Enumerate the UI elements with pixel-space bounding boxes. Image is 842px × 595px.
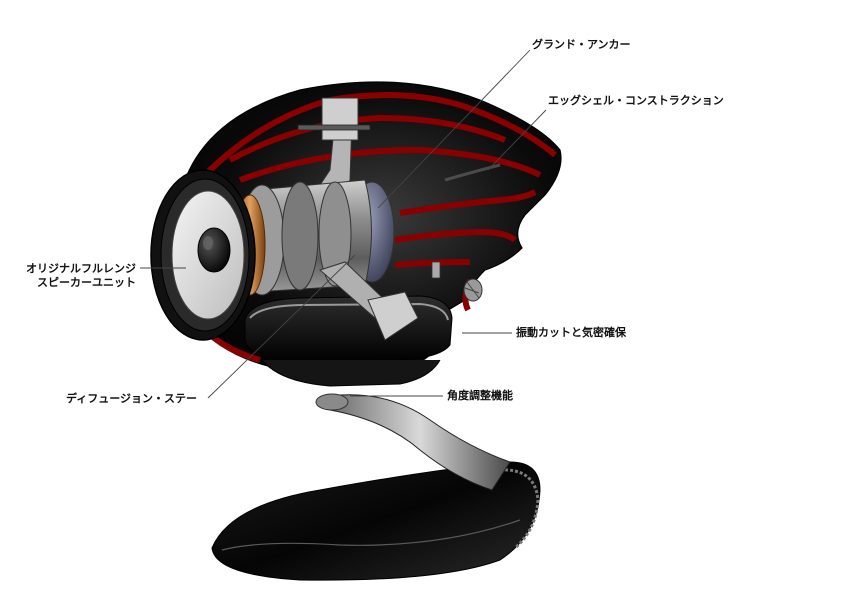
anchor-bolt	[297, 124, 371, 131]
shell-highlight	[444, 163, 501, 182]
magnet-ring-back	[318, 181, 352, 287]
label-diffusion-stay: ディフュージョン・ステー	[66, 392, 198, 405]
base-foot	[211, 461, 541, 581]
magnet-ring-mid	[281, 181, 319, 291]
label-original-fullrange-line2: スピーカーユニット	[37, 276, 136, 289]
vibration-plate	[244, 295, 453, 363]
stem-joint	[315, 393, 349, 411]
label-original-fullrange-line1: オリジナルフルレンジ	[26, 262, 136, 275]
label-vibration-cut: 振動カットと気密確保	[516, 326, 626, 339]
label-angle-adjust: 角度調整機能	[447, 389, 513, 402]
base-edge	[499, 468, 540, 550]
driver-dust-cap	[197, 227, 231, 273]
label-ground-anchor: グランド・アンカー	[532, 38, 631, 51]
leader-lines	[140, 49, 547, 399]
driver-highlight	[203, 236, 213, 250]
base-rim-highlight	[221, 519, 521, 551]
plate-lower	[261, 359, 441, 387]
anchor-block-bottom	[367, 291, 419, 341]
anchor-block-top	[321, 97, 359, 141]
shell-cut-section	[202, 92, 557, 363]
label-original-fullrange: オリジナルフルレンジ スピーカーユニット	[16, 262, 136, 290]
adjust-screw	[431, 261, 483, 302]
stand-stem	[329, 394, 511, 491]
label-eggshell-construction: エッグシェル・コンストラクション	[548, 94, 724, 107]
